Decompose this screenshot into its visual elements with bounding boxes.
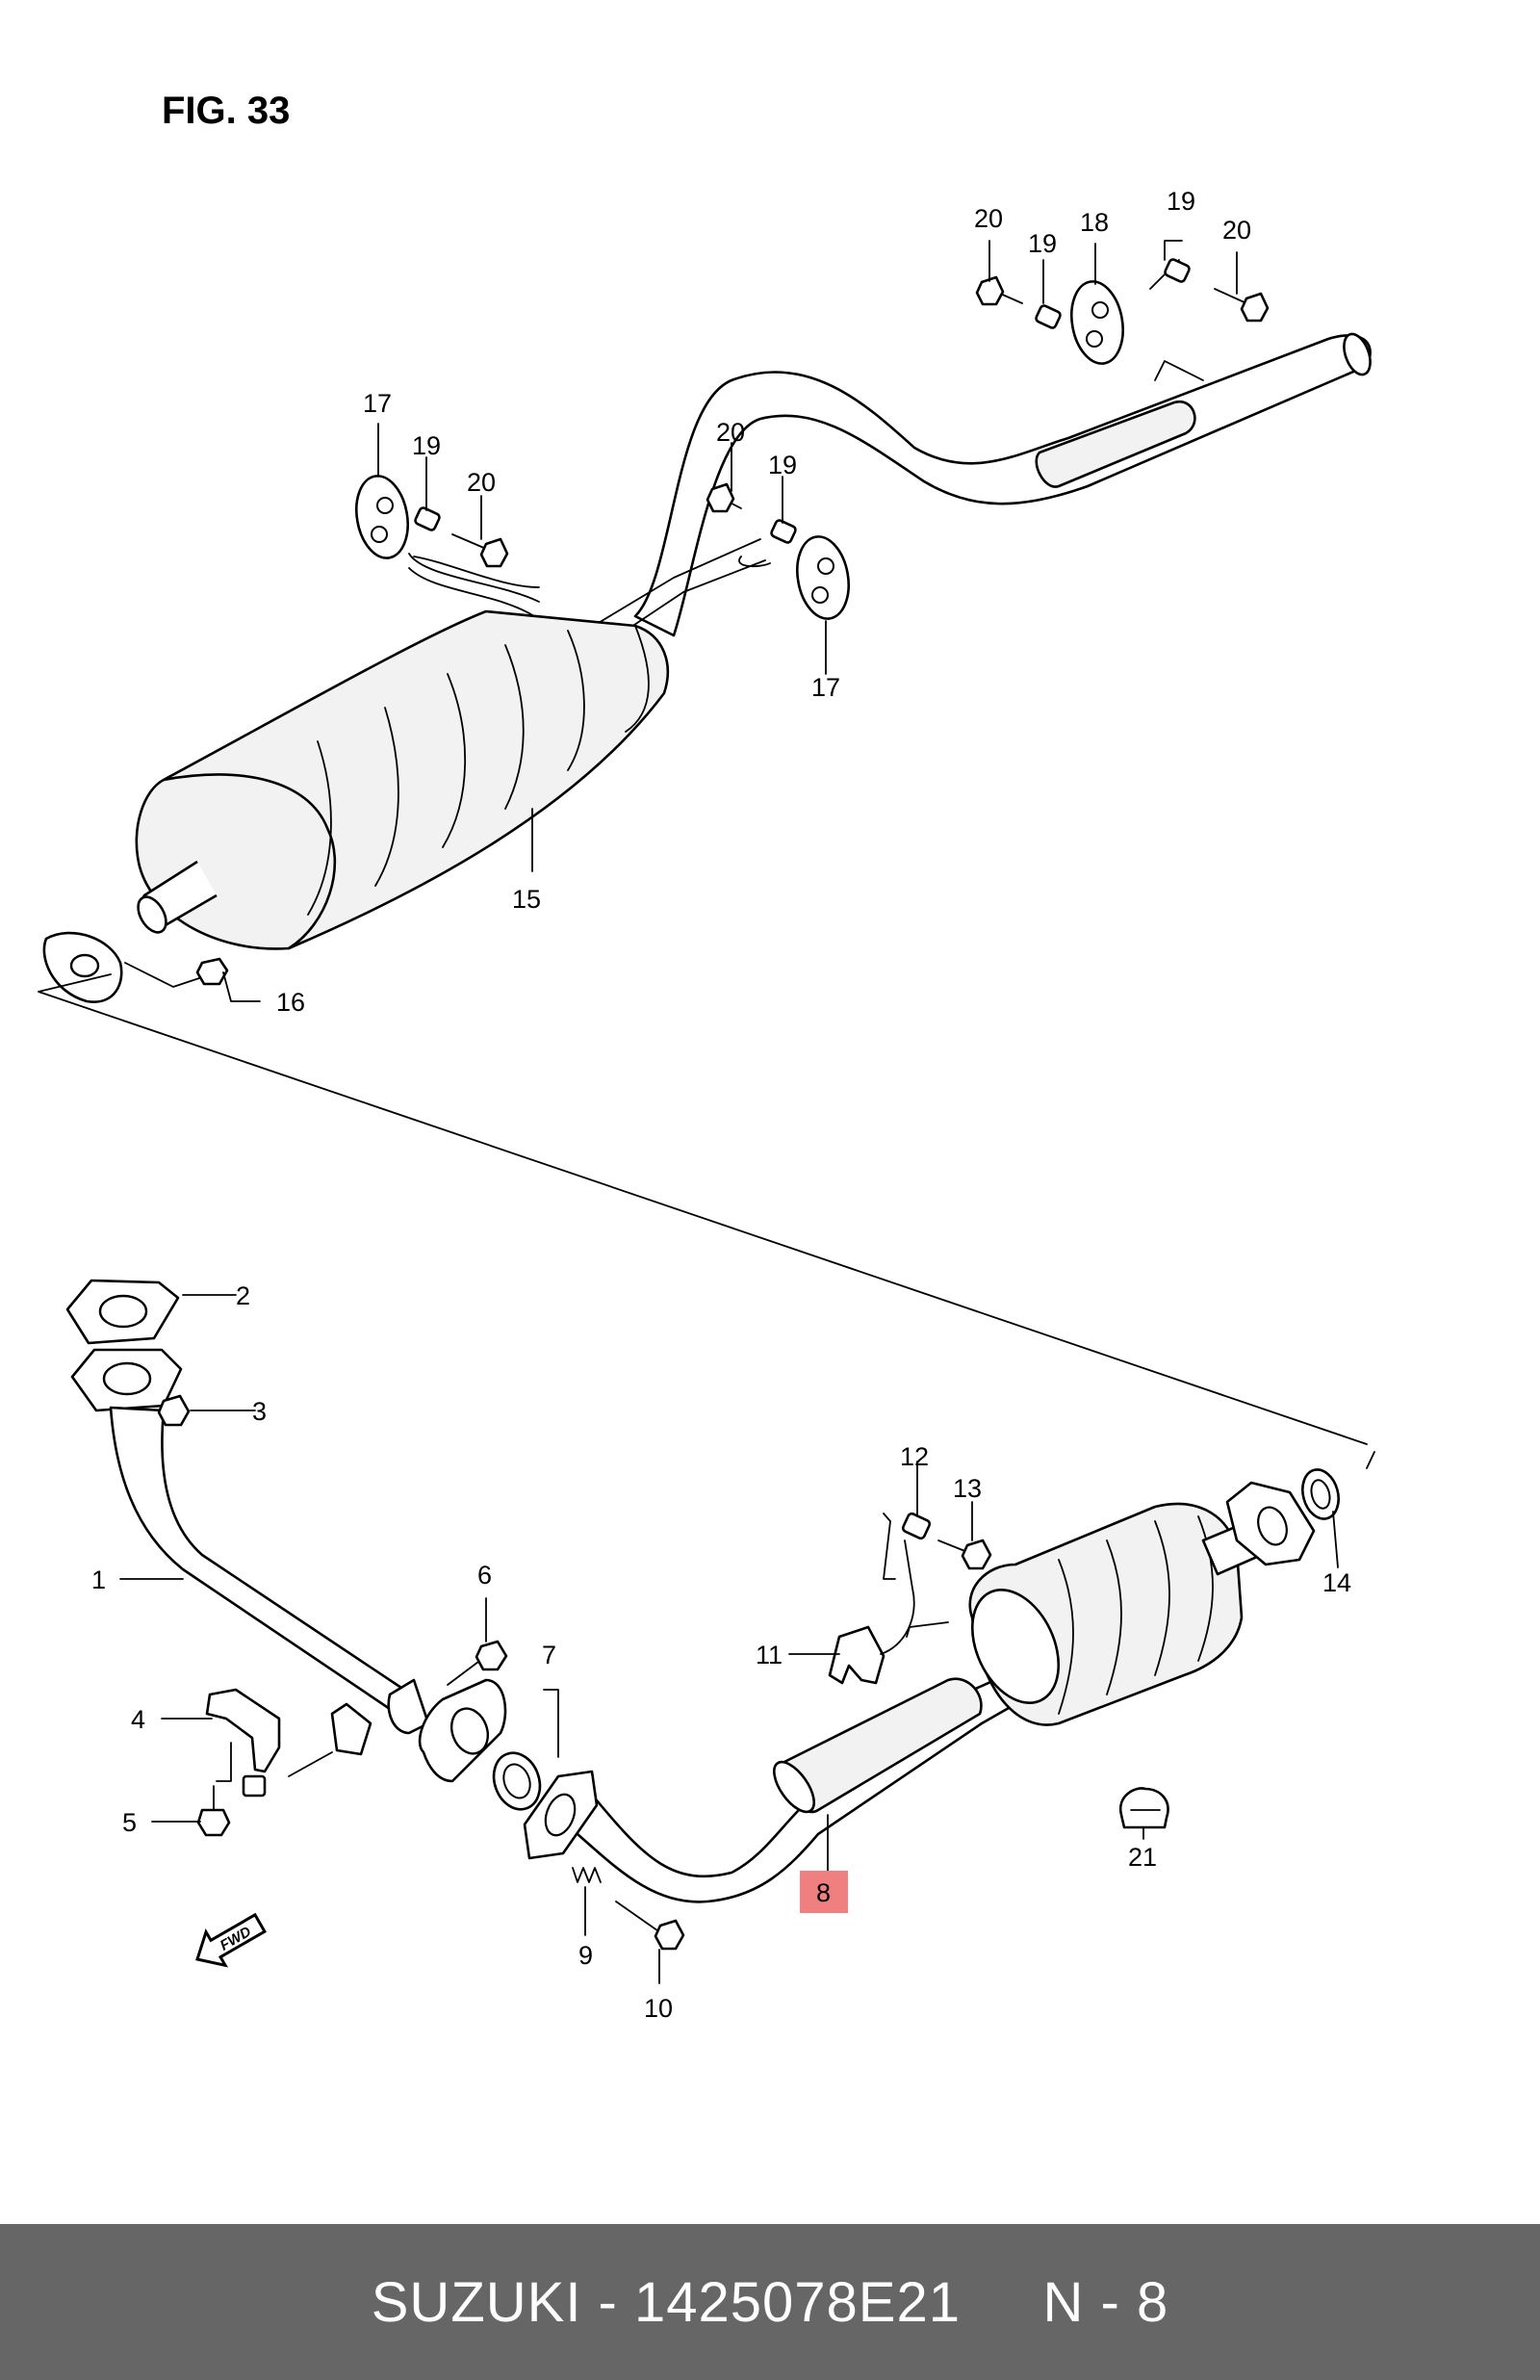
callout-8: 8	[816, 1878, 831, 1907]
leader-lines	[119, 240, 1339, 1984]
rear-muffler-assembly	[42, 258, 1372, 1003]
callout-17-b: 17	[811, 673, 840, 702]
callout-20-d: 20	[716, 418, 745, 447]
footer-part-info: SUZUKI - 1425078E21 N - 8	[371, 2270, 1169, 2334]
callout-4: 4	[131, 1705, 145, 1734]
callout-20-b: 20	[1222, 216, 1251, 245]
callout-16: 16	[276, 988, 305, 1017]
callout-labels: 20 19 18 19 20 17 19 20 20 19 17 15 16 2…	[91, 187, 1351, 2023]
front-exhaust-assembly	[65, 1279, 1340, 1951]
callout-20-a: 20	[974, 204, 1003, 233]
callout-19-d: 19	[768, 451, 797, 479]
callout-18: 18	[1080, 208, 1109, 237]
callout-6: 6	[477, 1561, 492, 1590]
callout-8-highlight[interactable]	[800, 1871, 848, 1913]
callout-10: 10	[644, 1994, 673, 2023]
callout-19-c: 19	[412, 431, 441, 460]
callout-13: 13	[953, 1474, 982, 1503]
callout-14: 14	[1322, 1568, 1351, 1597]
callout-7: 7	[542, 1641, 556, 1669]
callout-17-a: 17	[363, 389, 392, 418]
callout-2: 2	[236, 1281, 250, 1310]
part-number-footer: SUZUKI - 1425078E21 N - 8	[0, 2224, 1540, 2380]
hanger-rubber-17-right	[796, 535, 850, 620]
callout-20-c: 20	[467, 468, 496, 497]
callout-19-b: 19	[1167, 187, 1195, 216]
callout-5: 5	[122, 1808, 137, 1837]
callout-21: 21	[1128, 1843, 1157, 1872]
group-connector-line	[38, 973, 1375, 1469]
callout-12: 12	[900, 1442, 929, 1471]
callout-1: 1	[91, 1565, 106, 1594]
callout-9: 9	[578, 1941, 593, 1970]
direction-arrow: FWD	[195, 1912, 268, 1968]
callout-3: 3	[252, 1397, 267, 1426]
hanger-rubber-17-left	[355, 475, 409, 559]
callout-19-a: 19	[1028, 229, 1057, 258]
hanger-rubber-18	[1070, 280, 1124, 365]
callout-11: 11	[756, 1641, 783, 1669]
callout-15: 15	[512, 885, 541, 914]
figure-title: FIG. 33	[162, 90, 290, 132]
exhaust-system-diagram: FIG. 33	[38, 90, 1375, 2023]
